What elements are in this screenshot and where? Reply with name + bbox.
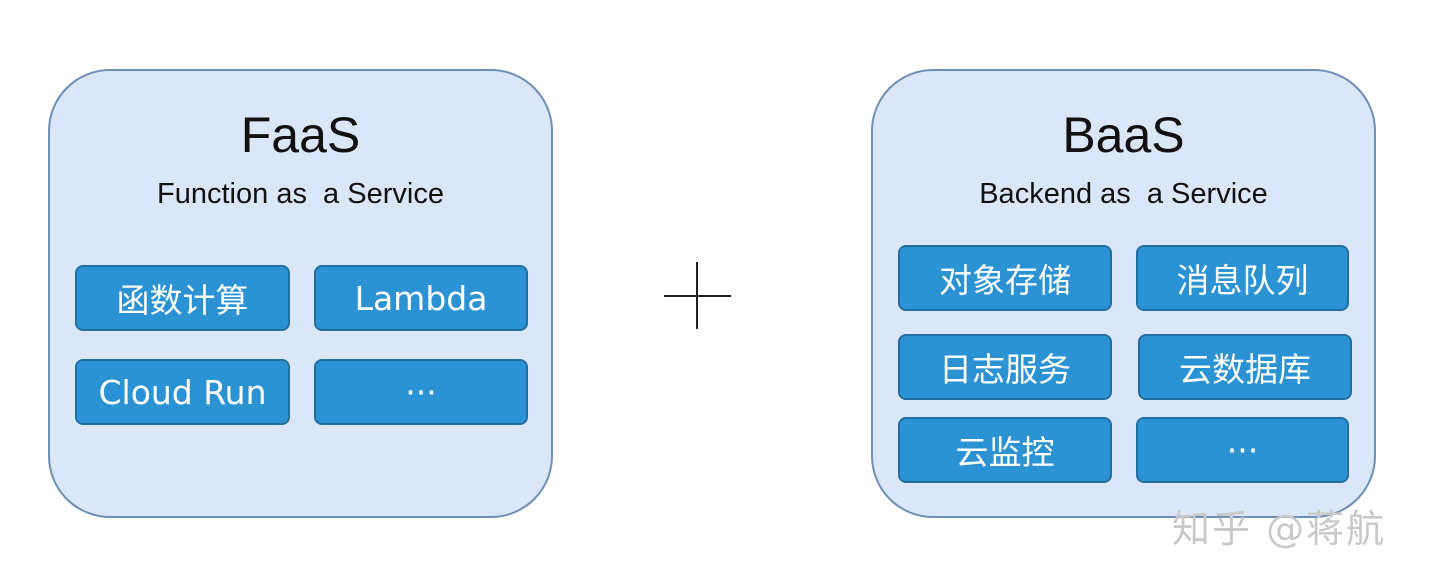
baas-title: BaaS — [1062, 107, 1185, 163]
zhihu-watermark: 知乎 @蒋航 — [1172, 507, 1387, 551]
faas-title: FaaS — [240, 107, 361, 163]
faas-subtitle: Function as a Service — [157, 178, 444, 210]
plus-sign-vertical — [696, 262, 698, 329]
baas-item-cloud-database: 云数据库 — [1138, 334, 1352, 400]
faas-item-cloud-run: Cloud Run — [75, 359, 290, 425]
faas-item-lambda: Lambda — [314, 265, 528, 331]
faas-item-function-compute: 函数计算 — [75, 265, 290, 331]
faas-panel: FaaS Function as a Service 函数计算 Lambda C… — [48, 69, 553, 518]
baas-item-message-queue: 消息队列 — [1136, 245, 1349, 311]
baas-panel: BaaS Backend as a Service 对象存储 消息队列 日志服务… — [871, 69, 1376, 518]
baas-item-object-storage: 对象存储 — [898, 245, 1112, 311]
faas-item-more: ··· — [314, 359, 528, 425]
baas-subtitle: Backend as a Service — [979, 178, 1268, 210]
baas-item-more: ··· — [1136, 417, 1349, 483]
baas-item-cloud-monitor: 云监控 — [898, 417, 1112, 483]
baas-item-log-service: 日志服务 — [898, 334, 1112, 400]
